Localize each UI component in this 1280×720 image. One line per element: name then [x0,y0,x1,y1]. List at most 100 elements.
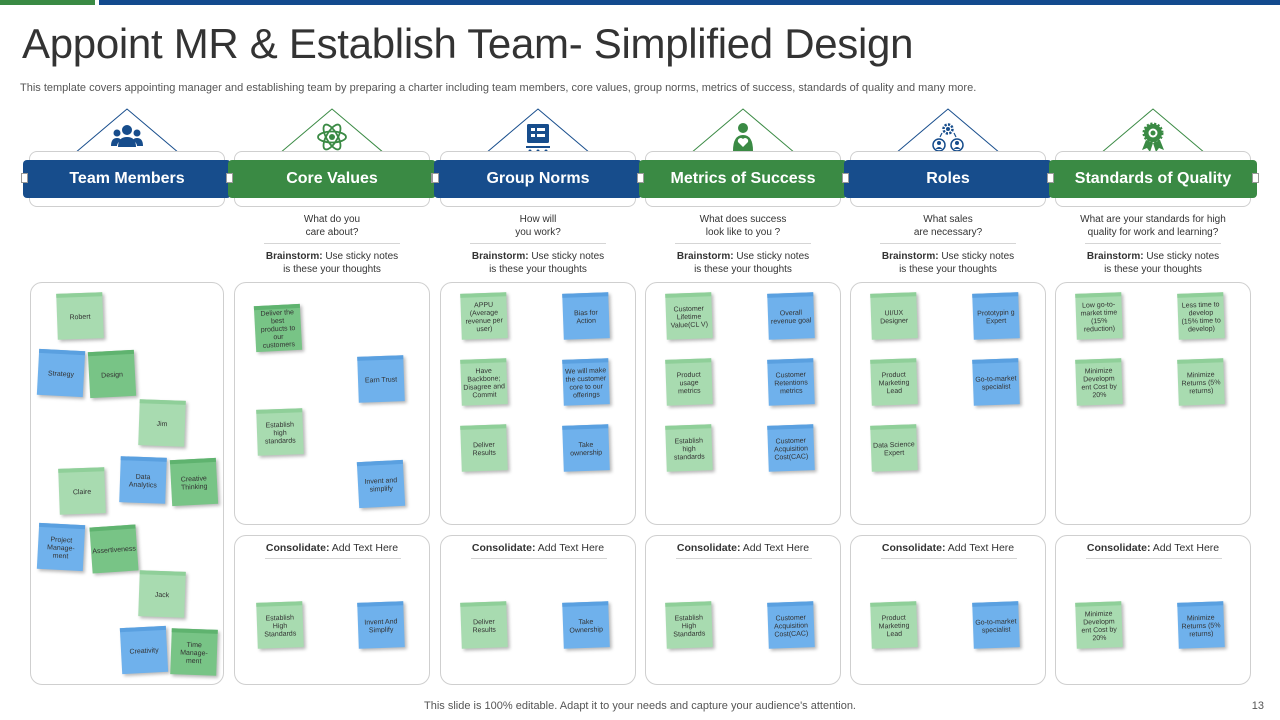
sticky-note: Jim [138,399,186,447]
sticky-note: Design [87,349,137,399]
sticky-note: Deliver Results [460,601,508,649]
sticky-note: Minimize Returns (5% returns) [1177,358,1225,406]
sticky-note: Claire [58,467,106,515]
header-roles: Roles [842,160,1054,198]
sticky-note: Deliver Results [460,424,508,472]
column-team-members: Team Members [21,105,233,695]
sticky-note: Overall revenue goal [767,292,815,340]
roof-outline [896,108,1000,154]
page-subtitle: This template covers appointing manager … [20,82,977,94]
divider [265,558,401,559]
sticky-note: Creative Thinking [169,457,219,507]
consolidate-label: Consolidate: Add Text Here [1086,542,1220,554]
header-group-norms: Group Norms [432,160,644,198]
page-title: Appoint MR & Establish Team- Simplified … [22,20,914,67]
sticky-note: Product usage metrics [665,358,713,406]
consolidate-label: Consolidate: Add Text Here [471,542,605,554]
sticky-note: Minimize Developm ent Cost by 20% [1075,601,1123,649]
sticky-note: Take Ownership [562,601,610,649]
divider [1086,558,1222,559]
top-accent-bar-blue [99,0,1280,5]
sticky-note: Project Manage-ment [36,522,86,572]
sticky-note: Customer Lifetime Value(CL V) [665,292,713,340]
sticky-note: Minimize Developm ent Cost by 20% [1075,358,1123,406]
header-standards-of-quality: Standards of Quality [1047,160,1259,198]
roof-outline [1101,108,1205,154]
sticky-note: Customer Acquisition Cost(CAC) [767,601,815,649]
sticky-note: Prototypin g Expert [972,292,1020,340]
sticky-note: Data Science Expert [870,424,918,472]
header-core-values: Core Values [226,160,438,198]
sticky-note: UI/UX Designer [870,292,918,340]
sticky-note: Data Analytics [119,456,167,504]
brainstorm-board: Low go-to-market time (15% reduction) Le… [1055,282,1251,525]
page-number: 13 [1251,700,1264,712]
roof-outline [486,108,590,154]
sticky-note: Deliver the best products to our custome… [253,303,303,353]
sticky-note: Have Backbone; Disagree and Commit [460,358,508,406]
consolidate-board: Consolidate: Add Text Here Establish Hig… [234,535,430,685]
sticky-note: Creativity [119,625,169,675]
consolidate-board: Consolidate: Add Text Here Product Marke… [850,535,1046,685]
divider [1085,243,1221,244]
sticky-note: Low go-to-market time (15% reduction) [1075,292,1123,340]
divider [471,558,607,559]
consolidate-board: Consolidate: Add Text Here Establish Hig… [645,535,841,685]
sticky-note: Earn Trust [357,355,405,403]
sticky-note: Time Manage-ment [170,628,218,676]
header-metrics-of-success: Metrics of Success [637,160,849,198]
divider [881,558,1017,559]
sticky-note: Invent and simplify [356,459,406,509]
consolidate-board: Consolidate: Add Text Here Deliver Resul… [440,535,636,685]
roof-outline [280,108,384,154]
atom-icon [317,123,347,151]
gear-people-icon [932,123,964,152]
team-members-board: Robert Strategy Design Jim Claire Data A… [30,282,224,685]
sticky-note: Product Marketing Lead [870,601,918,649]
sticky-note: Product Marketing Lead [870,358,918,406]
sticky-note: We will make the customer core to our of… [562,358,610,406]
sticky-note: Establish high standards [256,408,304,456]
presentation-board-icon [526,124,550,153]
sticky-note: Bias for Action [562,292,610,340]
divider [880,243,1016,244]
sticky-note: Take ownership [562,424,610,472]
person-heart-icon [733,123,753,151]
sticky-note: Assertiveness [89,524,139,574]
sticky-note: APPU (Average revenue per user) [460,292,508,340]
consolidate-board: Consolidate: Add Text Here Minimize Deve… [1055,535,1251,685]
brainstorm-board: APPU (Average revenue per user) Bias for… [440,282,636,525]
top-accent-bar-green [0,0,95,5]
sticky-note: Customer Retentions metrics [767,358,815,406]
footer-note: This slide is 100% editable. Adapt it to… [424,700,856,712]
sticky-note: Jack [138,570,186,618]
roof-outline [75,108,179,154]
brainstorm-board: UI/UX Designer Prototypin g Expert Produ… [850,282,1046,525]
sticky-note: Less time to develop (15% time to develo… [1177,292,1225,340]
divider [676,558,812,559]
sticky-note: Invent And Simplify [357,601,405,649]
sticky-note: Establish High Standards [256,601,304,649]
header-team-members: Team Members [21,160,233,198]
sticky-note: Strategy [36,348,86,398]
award-badge-icon [1142,122,1164,152]
sticky-note: Robert [56,292,104,340]
team-icon [111,125,143,147]
sticky-note: Establish High Standards [665,601,713,649]
brainstorm-board: Customer Lifetime Value(CL V) Overall re… [645,282,841,525]
roof-outline [691,108,795,154]
sticky-note: Customer Acquisition Cost(CAC) [767,424,815,472]
sticky-note: Minimize Returns (5% returns) [1177,601,1225,649]
